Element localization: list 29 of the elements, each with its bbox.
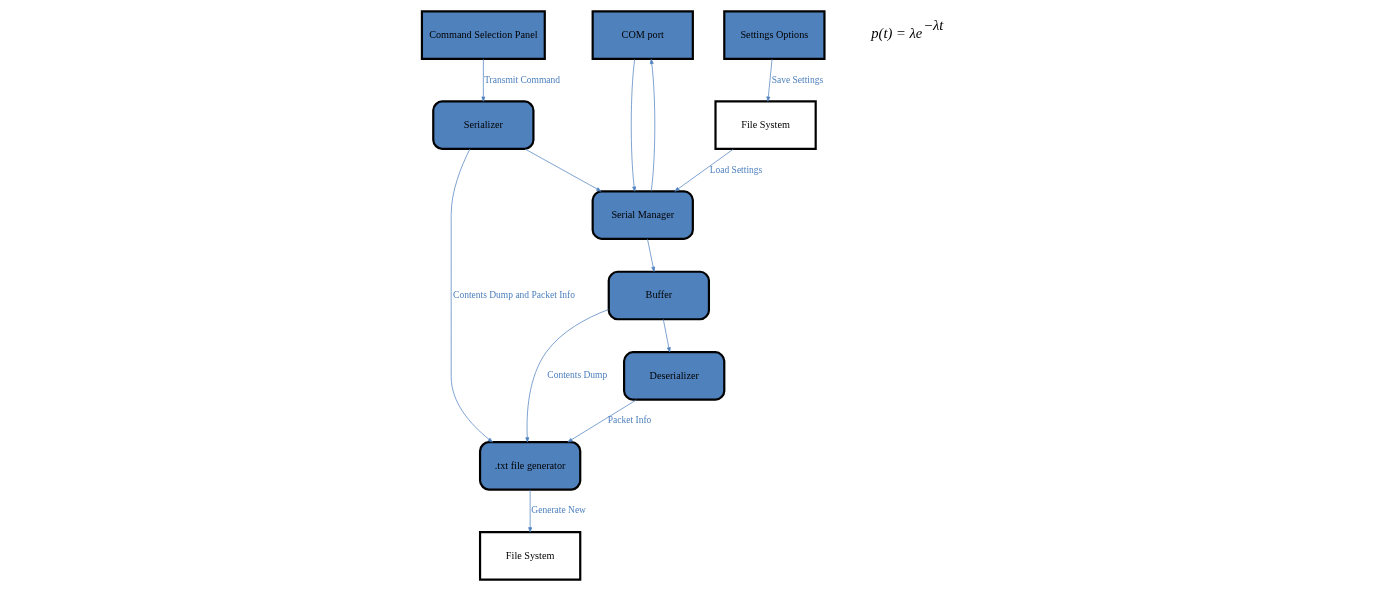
node-box: Serializer bbox=[431, 100, 535, 150]
arrow bbox=[524, 148, 601, 192]
node-box: Buffer bbox=[607, 270, 710, 321]
edge-label: Contents Dump bbox=[546, 370, 607, 381]
arrow bbox=[673, 148, 734, 192]
node-box: File System bbox=[478, 530, 581, 581]
edge-label: Save Settings bbox=[771, 74, 823, 85]
node-box: Deserializer bbox=[622, 351, 725, 401]
node-box: Command Selection Panel bbox=[420, 10, 546, 61]
arrow bbox=[662, 318, 671, 353]
edge-label: Load Settings bbox=[709, 164, 762, 175]
arrow bbox=[480, 58, 485, 102]
arrow bbox=[524, 309, 609, 443]
arrow bbox=[646, 238, 655, 272]
arrow bbox=[450, 148, 493, 443]
node-box: COM port bbox=[591, 10, 694, 61]
arrow bbox=[527, 489, 532, 533]
edge-label: Packet Info bbox=[607, 415, 651, 426]
node-box: Settings Options bbox=[722, 10, 826, 61]
arrow bbox=[566, 399, 637, 443]
arrow bbox=[649, 58, 655, 192]
arrow bbox=[765, 58, 772, 102]
arrow bbox=[630, 58, 636, 192]
node-box: Serial Manager bbox=[591, 190, 694, 240]
node-box: File System bbox=[713, 100, 817, 150]
node-box: .txt file generator bbox=[478, 441, 581, 491]
edge-label: Transmit Command bbox=[483, 74, 560, 85]
edge-label: Generate New bbox=[530, 505, 586, 516]
edge-label: Contents Dump and Packet Info bbox=[452, 289, 575, 300]
